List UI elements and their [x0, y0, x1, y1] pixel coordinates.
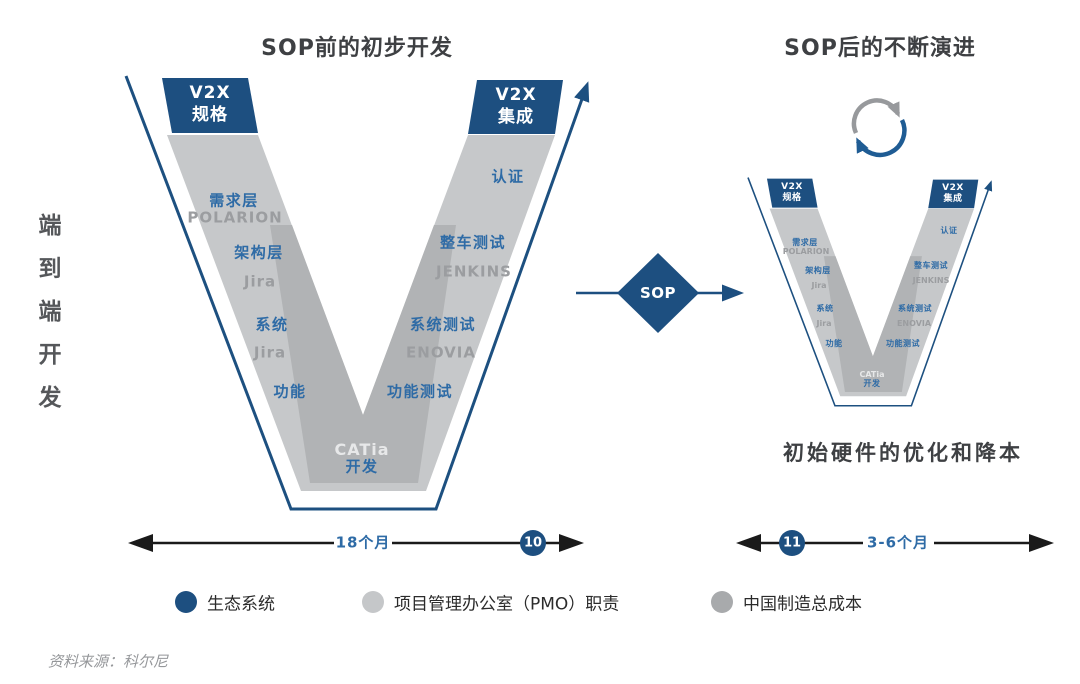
small-stage-certification: 认证: [940, 226, 958, 235]
small-v2x-integration-line1: V2X: [942, 182, 964, 193]
legend-dot-gray: [711, 591, 733, 613]
side-label-char: 端: [38, 299, 62, 325]
stage-requirements: 需求层: [209, 191, 259, 210]
legend-item-pmo: [362, 591, 384, 613]
stage-certification: 认证: [491, 167, 525, 186]
tool-jenkins: JENKINS: [436, 262, 512, 281]
small-stage-function-test: 功能测试: [886, 339, 920, 348]
badge-11: 11: [782, 535, 802, 551]
small-tool-jenkins: JENKINS: [912, 276, 950, 285]
v2x-spec-label: V2X 规格: [189, 82, 230, 126]
title-left: SOP前的初步开发: [261, 36, 453, 61]
v2x-spec-line1: V2X: [189, 82, 231, 103]
small-tool-polarion: POLARION: [782, 247, 830, 256]
small-stage-vehicle-test: 整车测试: [914, 261, 948, 270]
stage-system-test: 系统测试: [409, 315, 477, 334]
timeline-left-arrow: [128, 530, 584, 556]
legend-dot-blue: [175, 591, 197, 613]
title-right: SOP后的不断演进: [784, 36, 976, 61]
timeline-left-duration: 18个月: [335, 533, 391, 552]
side-label-char: 开: [38, 342, 62, 368]
tool-catia: CATia: [334, 440, 390, 459]
side-label-end-to-end: 端 到 端 开 发: [36, 206, 64, 412]
legend-item-ecosystem: [175, 591, 197, 613]
small-v2x-integration-line2: 集成: [943, 194, 963, 204]
badge-10: 10: [523, 535, 543, 551]
legend-item-china-cost: [711, 591, 733, 613]
small-stage-system-test: 系统测试: [898, 304, 932, 313]
small-tool-jira-2: Jira: [816, 319, 832, 328]
small-v2x-integration-label: V2X 集成: [942, 183, 964, 206]
legend-label-china-cost: 中国制造总成本: [743, 594, 862, 615]
tool-enovia: ENOVIA: [406, 343, 476, 362]
v2x-integration-line2: 集成: [498, 107, 534, 127]
timeline-right-arrow: [736, 530, 1054, 556]
source-note: 资料来源：科尔尼: [48, 652, 169, 671]
small-stage-requirements: 需求层: [792, 238, 818, 247]
sop-label: SOP: [639, 284, 677, 302]
tool-polarion: POLARION: [187, 208, 283, 227]
stage-function: 功能: [273, 382, 307, 401]
legend-label-ecosystem: 生态系统: [207, 594, 275, 615]
tool-jira-2: Jira: [253, 343, 287, 362]
legend-dot-lightgray: [362, 591, 384, 613]
tool-jira-1: Jira: [243, 272, 277, 291]
v2x-integration-label: V2X 集成: [495, 84, 536, 128]
timeline-right-duration: 3-6个月: [866, 533, 930, 552]
small-v2x-spec-line1: V2X: [781, 181, 803, 192]
small-v2x-spec-line2: 规格: [782, 193, 802, 203]
small-tool-catia: CATia: [859, 370, 885, 379]
small-tool-enovia: ENOVIA: [896, 319, 932, 328]
small-v-caption: 初始硬件的优化和降本: [783, 441, 1023, 465]
side-label-char: 到: [38, 256, 62, 282]
stage-vehicle-test: 整车测试: [439, 233, 507, 252]
side-label-char: 端: [38, 213, 62, 239]
v2x-integration-line1: V2X: [495, 84, 537, 105]
small-v2x-spec-label: V2X 规格: [781, 182, 803, 205]
sop-diamond: [617, 253, 699, 333]
small-stage-development: 开发: [863, 379, 881, 388]
badge-11-circle: [779, 530, 805, 556]
sop-arrowhead: [722, 284, 744, 302]
stage-development: 开发: [345, 457, 379, 476]
stage-system: 系统: [255, 315, 289, 334]
small-tool-jira-1: Jira: [811, 281, 827, 290]
stage-architecture: 架构层: [234, 243, 284, 262]
side-label-char: 发: [38, 385, 62, 411]
stage-function-test: 功能测试: [386, 382, 454, 401]
cycle-arrows-icon: [851, 98, 907, 158]
small-stage-system: 系统: [816, 304, 834, 313]
v2x-spec-line2: 规格: [192, 105, 228, 125]
badge-10-circle: [520, 530, 546, 556]
small-stage-architecture: 架构层: [805, 266, 831, 275]
small-stage-function: 功能: [825, 339, 843, 348]
legend-label-pmo: 项目管理办公室（PMO）职责: [394, 594, 620, 615]
